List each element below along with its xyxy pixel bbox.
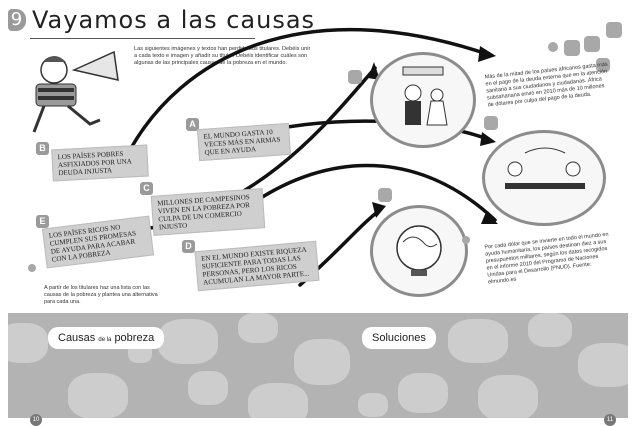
- decor-square: [348, 70, 362, 84]
- cartoon-oval-2: [482, 130, 606, 226]
- card-letter-d: D: [182, 240, 195, 253]
- decor-dot: [548, 42, 558, 52]
- causes-label-b: pobreza: [114, 332, 155, 344]
- decor-square: [564, 40, 580, 56]
- decor-square: [596, 58, 610, 72]
- causes-label: Causas de la pobreza: [48, 327, 165, 349]
- card-letter-e: E: [36, 215, 49, 228]
- headline-card-a[interactable]: El mundo gasta 10 veces más en armas que…: [196, 122, 292, 162]
- card-letter-a: A: [186, 118, 199, 131]
- decor-square: [28, 264, 36, 272]
- megaphone-person-illustration: [32, 50, 119, 133]
- headline-card-b[interactable]: Los países pobres asfixiados por una deu…: [51, 144, 149, 182]
- cartoon-meeting-image: [505, 147, 585, 189]
- page-number-left: 10: [30, 414, 42, 426]
- globe-cartoon-image: [396, 225, 442, 276]
- decor-square: [462, 236, 470, 244]
- card-letter-b: B: [36, 142, 49, 155]
- section-number: 9: [8, 9, 26, 31]
- card-letter-c: C: [140, 182, 153, 195]
- causes-label-small: de la: [98, 337, 112, 343]
- page-number-right: 11: [604, 414, 616, 426]
- decor-square: [606, 22, 622, 38]
- cartoon-oval-3: [370, 205, 468, 297]
- cartoon-figures-image: [402, 66, 448, 126]
- intro-text: Las siguientes imágenes y textos han per…: [134, 46, 311, 66]
- page-title: 9 Vayamos a las causas: [8, 6, 315, 34]
- causes-label-a: Causas: [58, 332, 96, 344]
- title-underline: [30, 38, 255, 39]
- cartoon-oval-1: [370, 52, 476, 148]
- left-caption: A partir de los titulares haz una lista …: [44, 285, 158, 305]
- title-text: Vayamos a las causas: [32, 6, 316, 34]
- answer-band: Causas de la pobreza Soluciones: [8, 313, 628, 418]
- headline-card-c[interactable]: Millones de campesinos viven en la pobre…: [150, 188, 266, 236]
- decor-square: [378, 188, 392, 202]
- decor-square: [584, 36, 600, 52]
- decor-square: [484, 116, 498, 130]
- solutions-label: Soluciones: [362, 327, 436, 349]
